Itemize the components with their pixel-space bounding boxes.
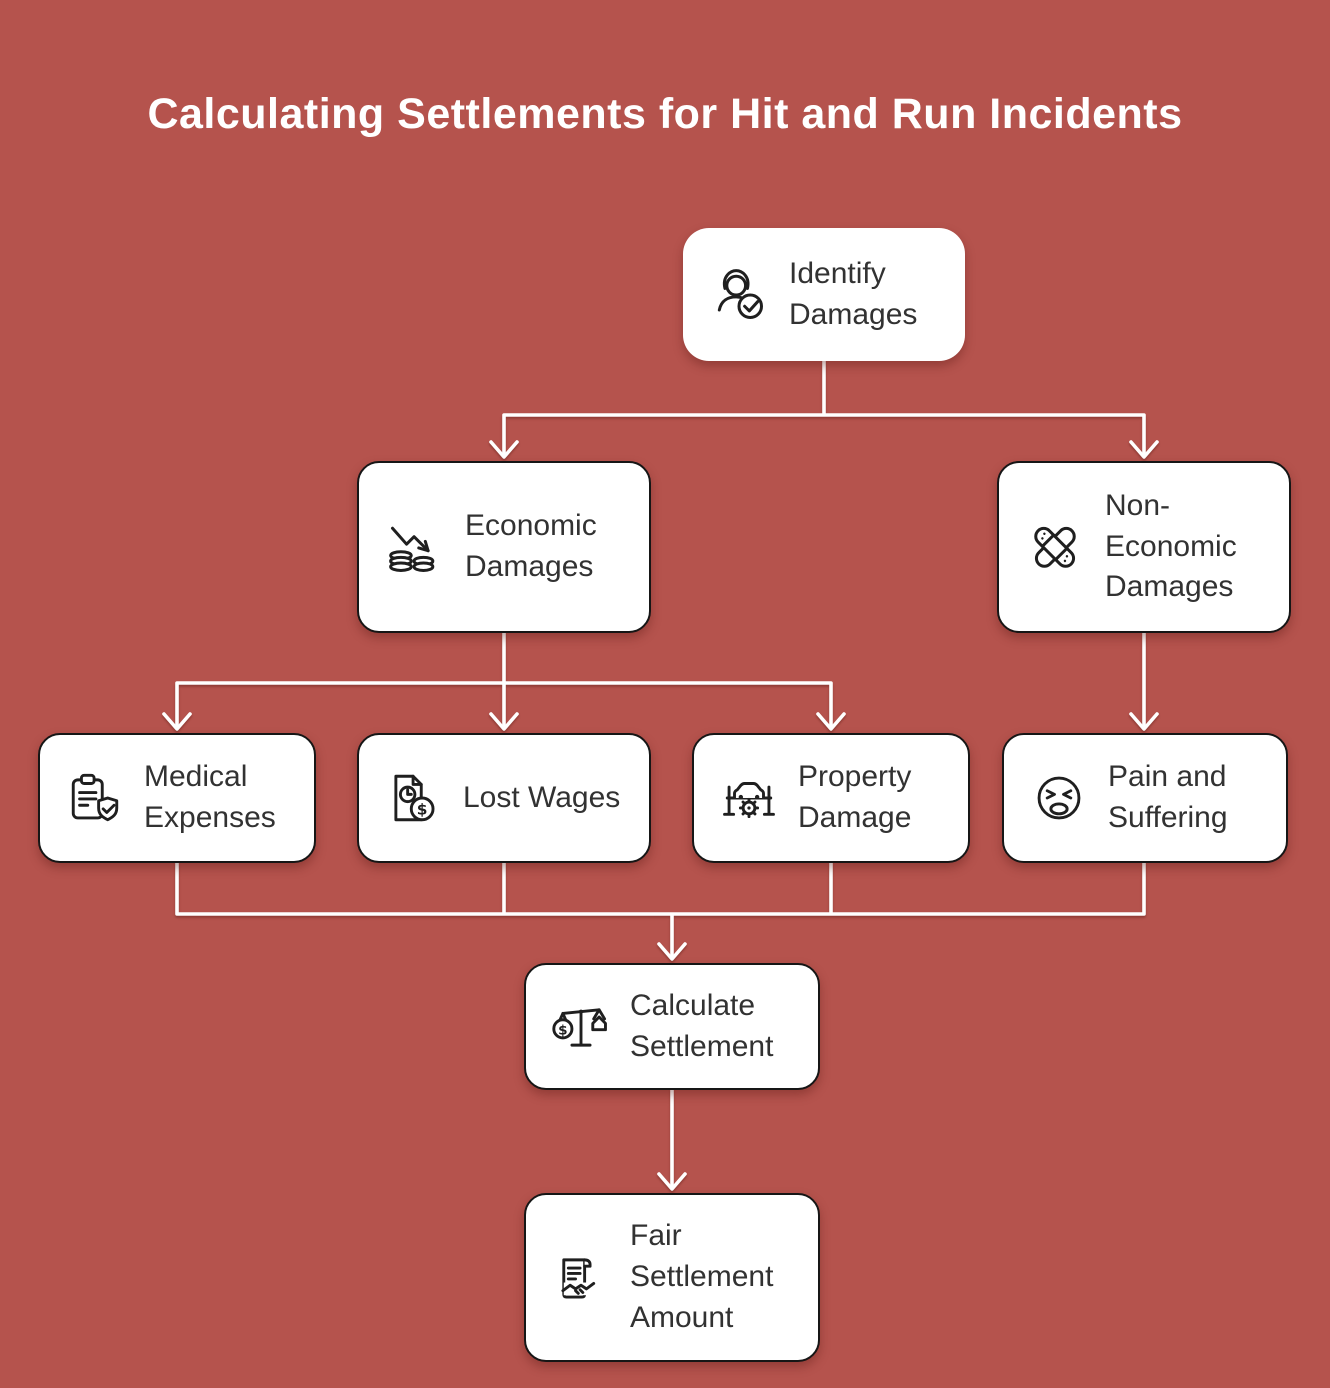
arrowhead-to-pain [1129, 712, 1159, 731]
node-label: Lost Wages [463, 780, 621, 814]
arrowhead-to-non-economic [1129, 440, 1159, 459]
node-fair-settlement-amount: Fair Settlement Amount [524, 1193, 820, 1362]
dollar-glyph: $ [417, 800, 428, 818]
node-property-damage: Property Damage [692, 733, 970, 863]
node-label: Fair Settlement Amount [630, 1219, 774, 1334]
car-lift-gear-icon [723, 782, 775, 819]
node-non-economic-damages: Non- Economic Damages [997, 461, 1291, 633]
edge-identify-split [502, 358, 1146, 457]
clipboard-shield-check-icon [71, 773, 119, 822]
node-pain-and-suffering: Pain and Suffering [1002, 733, 1288, 863]
arrowhead-to-property [816, 712, 846, 731]
dollar-glyph: $ [558, 1022, 567, 1038]
node-economic-damages: Economic Damages [357, 461, 651, 633]
node-label: Calculate Settlement [630, 988, 774, 1063]
node-label: Identify Damages [789, 256, 918, 331]
edge-economic-split [175, 631, 833, 729]
coins-decline-icon [389, 526, 435, 572]
arrowhead-to-lost-wages [489, 712, 519, 731]
node-label: Non- Economic Damages [1105, 488, 1237, 604]
node-label: Pain and Suffering [1108, 760, 1228, 834]
arrowhead-to-calculate [657, 942, 687, 961]
document-clock-dollar-icon: $ [394, 774, 435, 822]
crossed-bandages-icon [1034, 526, 1076, 568]
contract-handshake-icon [561, 1257, 597, 1298]
node-identify-damages: Identify Damages [683, 228, 965, 361]
arrowhead-to-economic [489, 440, 519, 459]
person-check-icon [717, 268, 763, 319]
edge-merge [175, 861, 1146, 959]
node-label: Medical Expenses [144, 760, 276, 834]
distressed-face-icon [1037, 776, 1081, 820]
page-title: Calculating Settlements for Hit and Run … [147, 90, 1183, 138]
arrowhead-to-fair [657, 1172, 687, 1191]
balance-scale-icon: $ [552, 1007, 607, 1047]
node-label: Economic Damages [465, 509, 597, 583]
node-lost-wages: $ Lost Wages [357, 733, 651, 863]
node-label: Property Damage [798, 760, 912, 834]
node-calculate-settlement: $ Calculate Settlement [524, 963, 820, 1090]
node-medical-expenses: Medical Expenses [38, 733, 316, 863]
arrowhead-to-medical [162, 712, 192, 731]
